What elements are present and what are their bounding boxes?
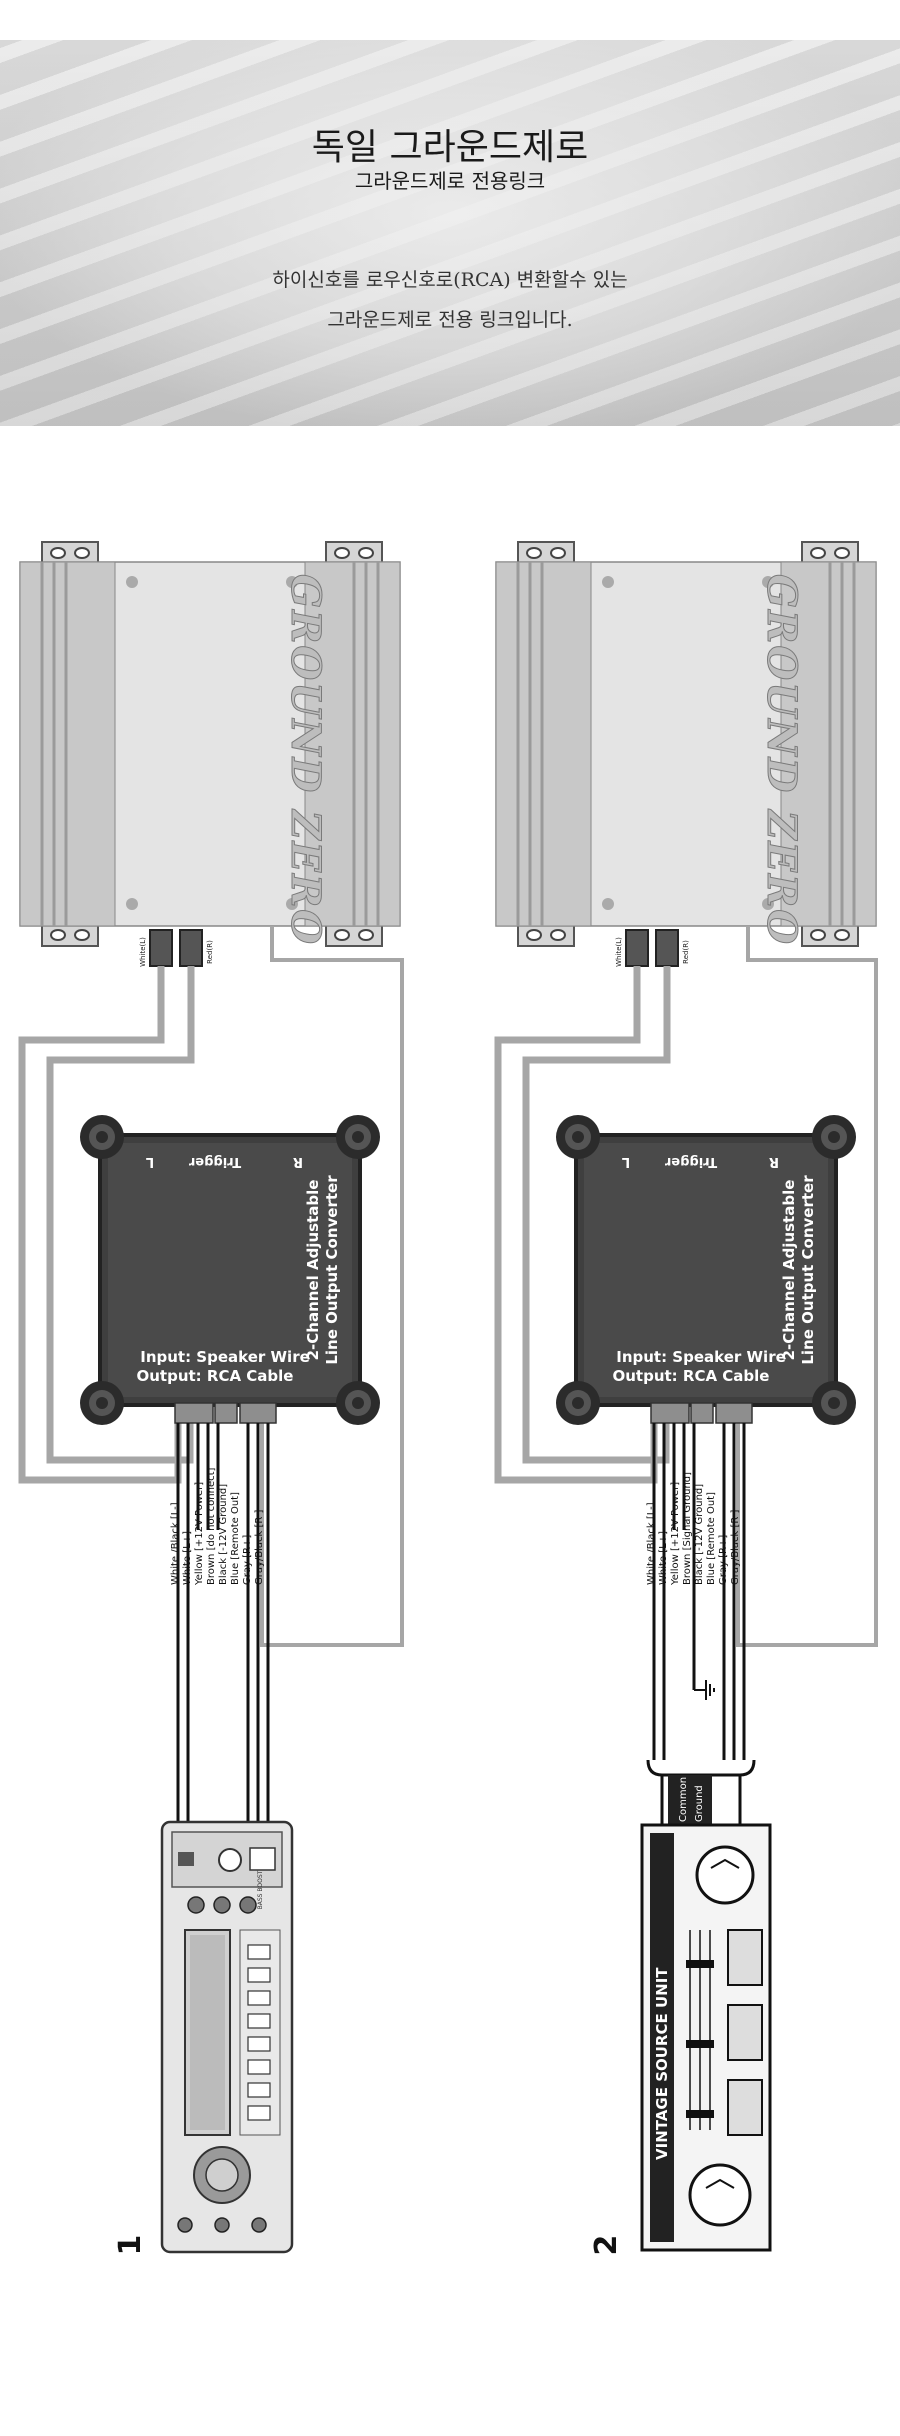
common-ground-line1: Common (678, 1777, 689, 1822)
rca-plug-right-2 (655, 929, 679, 967)
converter-title-line1-2: 2-Channel Adjustable (780, 1180, 798, 1361)
panel-number-1: 1 (113, 2235, 148, 2256)
common-ground-tag (668, 1775, 712, 1827)
wire-label-2-4: Brown [Signal Ground] (682, 1472, 693, 1585)
panel-1: GROUND ZERO White(L) Red(R) L Trigger R … (18, 540, 404, 2256)
converter-label-trigger-1: Trigger (188, 1154, 241, 1169)
source-unit-label: VINTAGE SOURCE UNIT (653, 1967, 671, 2160)
converter-input-text-2: Input: Speaker Wire (616, 1348, 786, 1366)
panel-number-2: 2 (589, 2235, 624, 2256)
converter-plug-right-1 (239, 1402, 277, 1424)
common-ground-line2: Ground (694, 1785, 705, 1822)
converter-label-r-2: R (769, 1154, 779, 1169)
converter-title-line2-2: Line Output Converter (799, 1175, 817, 1365)
wire-label-1-1: White /Black [L-] (170, 1502, 181, 1585)
wire-harness-2 (646, 1423, 756, 1825)
car-head-unit-1: BASS BOOST (160, 1820, 294, 2254)
wire-label-1-7: Gray [R+] (242, 1535, 253, 1585)
hero-background-fade (0, 40, 900, 426)
converter-title-line1-1: 2-Channel Adjustable (304, 1180, 322, 1361)
amplifier-1 (18, 540, 402, 948)
wire-label-2-6: Blue [Remote Out] (706, 1492, 717, 1585)
converter-plug-left-2 (650, 1402, 690, 1424)
converter-label-l-1: L (146, 1154, 154, 1169)
wire-label-2-7: Gray [R+] (718, 1535, 729, 1585)
converter-title-line2-1: Line Output Converter (323, 1175, 341, 1365)
wire-harness-1 (176, 1423, 270, 1825)
rca-label-left-1: White(L) (139, 937, 147, 967)
converter-label-trigger-2: Trigger (664, 1154, 717, 1169)
rca-label-left-2: White(L) (615, 937, 623, 967)
description-line-1: 하이신호를 로우신호로(RCA) 변환할수 있는 (272, 269, 628, 291)
hero-banner: 독일 그라운드제로 그라운드제로 전용링크 하이신호를 로우신호로(RCA) 변… (0, 40, 900, 426)
amplifier-2 (494, 540, 878, 948)
wire-label-1-3: Yellow [+12V Power] (194, 1482, 205, 1586)
converter-label-l-2: L (622, 1154, 630, 1169)
remote-wire-2 (736, 926, 878, 1647)
converter-output-text-2: Output: RCA Cable (613, 1367, 770, 1385)
rca-plug-left-1 (149, 929, 173, 967)
wire-label-1-6: Blue [Remote Out] (230, 1492, 241, 1585)
remote-wire-1 (260, 926, 404, 1647)
panel-2: GROUND ZERO White(L) Red(R) L Trigger R … (494, 540, 878, 2256)
description-line-2: 그라운드제로 전용 링크입니다. (327, 309, 573, 331)
head-unit-label-1: BASS BOOST (257, 1870, 264, 1909)
converter-plug-mid-1 (214, 1402, 238, 1424)
page-subtitle: 그라운드제로 전용링크 (354, 169, 546, 193)
rca-label-right-1: Red(R) (206, 940, 214, 964)
rca-label-right-2: Red(R) (682, 940, 690, 964)
rca-plug-left-2 (625, 929, 649, 967)
wire-label-2-2: White [L+] (658, 1531, 669, 1585)
vintage-source-unit: VINTAGE SOURCE UNIT (640, 1823, 772, 2252)
page-title: 독일 그라운드제로 (311, 127, 589, 168)
wire-label-2-8: Gray/Black [R-] (730, 1509, 741, 1585)
wire-label-1-8: Gray/Black [R-] (254, 1509, 265, 1585)
amp-logo-2: GROUND ZERO (758, 574, 805, 946)
wire-label-2-3: Yellow [+12V Power] (670, 1482, 681, 1586)
converter-plug-mid-2 (690, 1402, 714, 1424)
converter-input-text-1: Input: Speaker Wire (140, 1348, 310, 1366)
wire-label-2-5: Black [-12V Ground] (694, 1484, 705, 1585)
rca-cable-right-2 (522, 966, 671, 1464)
wire-label-1-4: Brown [do not connect] (206, 1467, 217, 1585)
converter-label-r-1: R (293, 1154, 303, 1169)
converter-plug-right-2 (715, 1402, 753, 1424)
converter-plug-left-1 (174, 1402, 214, 1424)
wire-label-1-5: Black [-12V Ground] (218, 1484, 229, 1585)
rca-cable-right-1 (46, 966, 195, 1464)
wire-label-2-1: White /Black [L-] (646, 1502, 657, 1585)
rca-plug-right-1 (179, 929, 203, 967)
converter-output-text-1: Output: RCA Cable (137, 1367, 294, 1385)
wire-label-1-2: White [L+] (182, 1531, 193, 1585)
amp-logo-1: GROUND ZERO (282, 574, 329, 946)
